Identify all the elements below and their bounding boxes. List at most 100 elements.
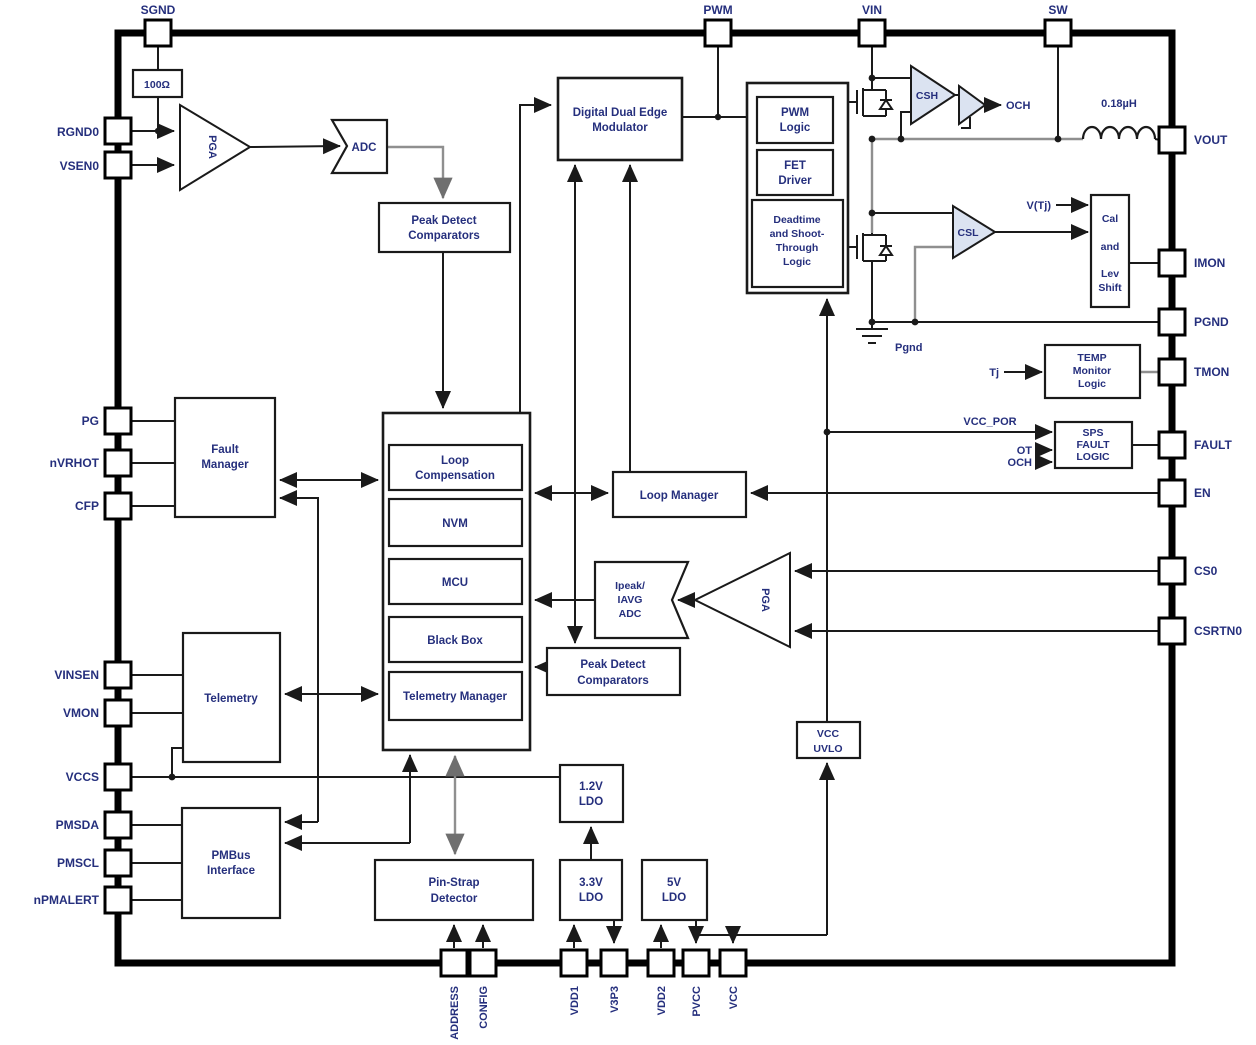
pwm-logic	[755, 95, 835, 145]
low-side-fet	[856, 233, 894, 262]
pin-rgnd0	[103, 116, 133, 146]
pmbus-l2: Interface	[207, 865, 255, 877]
modulator-l1: Digital Dual Edge	[573, 107, 668, 119]
temp-l2: Monitor	[1073, 365, 1112, 377]
telemetry-label: Telemetry	[204, 693, 258, 705]
pin-sw	[1043, 18, 1073, 48]
pin-cs0	[1157, 556, 1187, 586]
mcu	[387, 557, 524, 606]
sps-l3: LOGIC	[1076, 451, 1110, 463]
temp-l1: TEMP	[1077, 352, 1106, 364]
pin-pmsda-label: PMSDA	[56, 818, 100, 832]
cal-l3: Lev	[1101, 268, 1119, 280]
resistor-label: 100Ω	[144, 79, 170, 91]
pin-sw-label: SW	[1048, 3, 1068, 17]
pin-imon	[1157, 248, 1187, 278]
fet-driver-l1: FET	[784, 160, 806, 172]
pin-vdd1-label: VDD1	[569, 986, 581, 1015]
temp-monitor-logic	[1043, 343, 1142, 400]
adc-top	[330, 118, 389, 175]
pin-v3p3-label: V3P3	[609, 986, 621, 1013]
csl-amp	[952, 204, 997, 260]
pin-fault	[1157, 430, 1187, 460]
black-box-label: Black Box	[427, 635, 483, 647]
deadtime-l3: Through	[776, 242, 819, 254]
ipeak-l2: IAVG	[618, 594, 643, 606]
pin-vin-label: VIN	[862, 3, 882, 17]
pin-csrtn0-label: CSRTN0	[1194, 624, 1242, 638]
pin-pg	[103, 406, 133, 436]
pin-cfp	[103, 491, 133, 521]
pin-pgnd	[1157, 307, 1187, 337]
uvlo-l2: UVLO	[813, 743, 842, 755]
peak-detect-mid-l2: Comparators	[577, 675, 649, 687]
pin-vmon	[103, 698, 133, 728]
pin-pvcc	[681, 948, 711, 978]
inductor-value-label: 0.18µH	[1101, 98, 1137, 110]
och-buffer-amp	[958, 84, 987, 126]
deadtime-l2: and Shoot-	[770, 228, 825, 240]
pin-vcc-label: VCC	[728, 986, 740, 1009]
cal-l4: Shift	[1098, 282, 1122, 294]
pin-vinsen-label: VINSEN	[54, 668, 99, 682]
telemetry-manager	[387, 670, 524, 722]
nvm-label: NVM	[442, 518, 468, 530]
ipeak-l1: Ipeak/	[615, 580, 645, 592]
ldo5-l2: LDO	[662, 892, 686, 904]
uvlo-l1: VCC	[817, 728, 840, 740]
pin-vin	[857, 18, 887, 48]
pin-pgnd-label: PGND	[1194, 315, 1229, 329]
vtj-label: V(Tj)	[1027, 200, 1052, 212]
pin-vmon-label: VMON	[63, 706, 99, 720]
loop-comp-l2: Compensation	[415, 470, 495, 482]
loop-manager-label: Loop Manager	[640, 490, 719, 502]
loop-compensation	[387, 443, 524, 492]
ls-body-diode	[878, 244, 894, 256]
fault-manager	[173, 396, 277, 519]
pin-sgnd	[143, 18, 173, 48]
loop-comp-l1: Loop	[441, 455, 469, 467]
pin-vout-label: VOUT	[1194, 133, 1228, 147]
hs-body-diode	[878, 98, 894, 110]
pin-sgnd-label: SGND	[141, 3, 176, 17]
digital-dual-edge-modulator	[556, 76, 684, 162]
pin-address	[439, 948, 469, 978]
ldo12-l1: 1.2V	[579, 781, 603, 793]
wiring-gray	[387, 137, 1160, 856]
pin-nvrhot-label: nVRHOT	[50, 456, 100, 470]
pin-vsen0	[103, 150, 133, 180]
high-side-fet	[856, 88, 894, 117]
pmbus-interface	[180, 806, 282, 920]
modulator-l2: Modulator	[592, 122, 648, 134]
peak-detect-top-l1: Peak Detect	[411, 215, 476, 227]
pin-pmscl	[103, 848, 133, 878]
pgnd-label: Pgnd	[895, 342, 923, 354]
ipeak-iavg-adc	[593, 560, 690, 640]
pin-pg-label: PG	[82, 414, 99, 428]
ldo-1v2	[558, 763, 625, 824]
peak-detect-mid	[545, 646, 682, 697]
pin-en	[1157, 478, 1187, 508]
pin-vdd2	[646, 948, 676, 978]
loop-manager	[611, 470, 748, 519]
sps-l1: SPS	[1082, 427, 1103, 439]
pin-npmalert-label: nPMALERT	[34, 893, 100, 907]
ldo33-l1: 3.3V	[579, 877, 603, 889]
pin-vdd1	[559, 948, 589, 978]
och-out-label: OCH	[1006, 100, 1031, 112]
pin-config-label: CONFIG	[478, 986, 490, 1029]
pwm-logic-l2: Logic	[780, 122, 811, 134]
pga-right-amp	[692, 551, 791, 649]
fault-manager-l2: Manager	[201, 459, 249, 471]
pgnd-ground-symbol	[856, 322, 888, 344]
pin-config	[468, 948, 498, 978]
pin-cfp-label: CFP	[75, 499, 99, 513]
ot-label: OT	[1017, 445, 1033, 457]
resistor-100ohm	[131, 68, 184, 99]
deadtime-logic	[750, 198, 845, 289]
peak-detect-top-l2: Comparators	[408, 230, 480, 242]
pin-imon-label: IMON	[1194, 256, 1225, 270]
pin-vsen0-label: VSEN0	[60, 159, 100, 173]
